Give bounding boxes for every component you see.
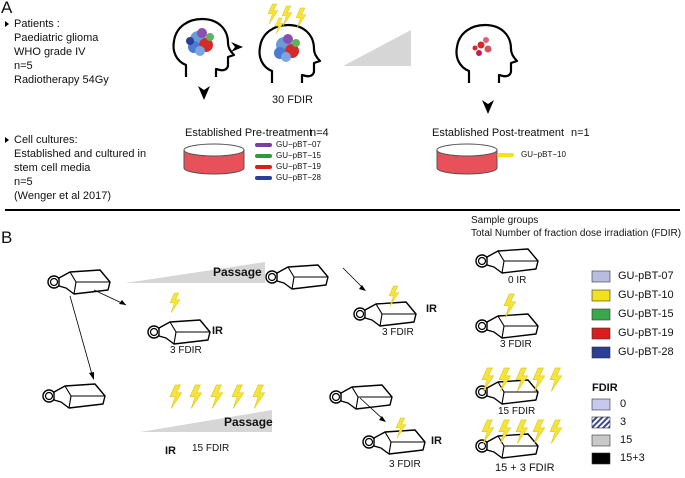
head-tumor-irradiated-icon [258,23,322,85]
sample-group-label: 3 FDIR [500,339,532,350]
legend-label: GU-pBT-28 [618,346,674,358]
cell-line-label: GU−pBT−15 [276,151,321,160]
cell-line-label: GU−pBT−10 [521,150,566,159]
legend-swatch [591,416,611,429]
pre-treatment-title: Established Pre-treatment [185,127,313,139]
post-treatment-count: n=1 [571,127,590,139]
lightning-bolts-icon [169,384,266,409]
flask-icon [475,313,539,339]
legend-label: GU-pBT-15 [618,308,674,320]
sample-groups-subtitle: Total Number of fraction dose irradiatio… [471,228,682,239]
legend-label: 0 [620,398,627,410]
arrowhead-icon [119,300,126,305]
cell-line-swatch [497,153,514,157]
ir-label: IR [165,445,176,457]
legend-label: 3 [620,416,627,428]
panel-label-a: A [1,0,13,17]
legend-swatch [591,452,611,465]
arrowhead-down-icon [482,100,494,114]
bullet-triangle-icon [5,21,9,27]
ir-label: IR [431,435,442,447]
flask-icon [47,269,111,295]
fdir-label: 3 FDIR [389,459,421,470]
arrowhead-icon [89,372,94,380]
fdir-label: 3 FDIR [382,327,414,338]
fdir-label: 15 FDIR [192,443,230,454]
bullet-triangle-icon [5,137,9,143]
head-tumor-post-icon [455,23,519,85]
cell-line-label: GU−pBT−07 [276,140,321,149]
legend-swatch [591,398,611,411]
head-tumor-pre-icon [172,17,236,79]
arrowhead-icon [359,285,366,291]
legend-label: GU-pBT-19 [618,327,674,339]
arrowhead-icon [379,416,386,422]
cell-line-swatch [255,154,272,158]
legend-swatch [591,346,611,359]
legend-label: 15 [620,434,633,446]
panel-label-b: B [1,228,13,247]
fdir-legend-title: FDIR [592,382,618,394]
flask-icon [329,384,393,410]
fdir-label: 3 FDIR [170,345,202,356]
flask-icon [265,264,329,290]
passage-wedge-icon [125,262,265,283]
flask-icon [353,301,417,327]
flask-icon [362,429,426,455]
flask-icon [475,379,539,405]
culture-dish-post-icon [436,143,498,175]
ir-label: IR [426,303,437,315]
passage-label: Passage [224,415,273,429]
legend-swatch [591,327,611,340]
cell-line-swatch [255,143,272,147]
fdir-dose-label: 30 FDIR [272,94,313,106]
legend-swatch [591,434,611,447]
patients-description: Patients : Paediatric glioma WHO grade I… [14,18,109,86]
cell-line-swatch [255,176,272,180]
passage-label: Passage [213,265,262,279]
flask-icon [42,383,106,409]
cell-cultures-description: Cell cultures: Established and cultured … [14,134,147,202]
sample-group-label: 0 IR [508,275,527,286]
time-wedge-icon [343,30,411,66]
legend-label: 15+3 [620,452,645,464]
legend-swatch [591,308,611,321]
flask-icon [475,248,539,274]
legend-label: GU-pBT-07 [618,270,674,282]
legend-label: GU-pBT-10 [618,289,674,301]
cell-line-label: GU−pBT−19 [276,162,321,171]
legend-swatch [591,270,611,283]
flask-icon [147,319,211,345]
legend-swatch [591,289,611,302]
passage-wedge-icon [140,410,272,432]
sample-group-label: 15 + 3 FDIR [495,462,555,474]
lightning-bolt-icon [169,292,181,314]
cell-line-label: GU−pBT−28 [276,173,321,182]
post-treatment-title: Established Post-treatment [432,127,565,139]
culture-dish-pre-icon [183,143,245,175]
sample-groups-title: Sample groups [471,215,539,226]
cell-line-swatch [255,165,272,169]
panel-b-diagram [42,248,611,465]
panel-a-diagram [5,3,519,180]
ir-label: IR [212,325,223,337]
arrowhead-down-icon [198,86,210,100]
pre-treatment-count: n=4 [310,127,329,139]
lightning-bolt-icon [503,293,517,318]
arrowhead-right-icon [231,42,243,52]
sample-group-label: 15 FDIR [498,406,536,417]
